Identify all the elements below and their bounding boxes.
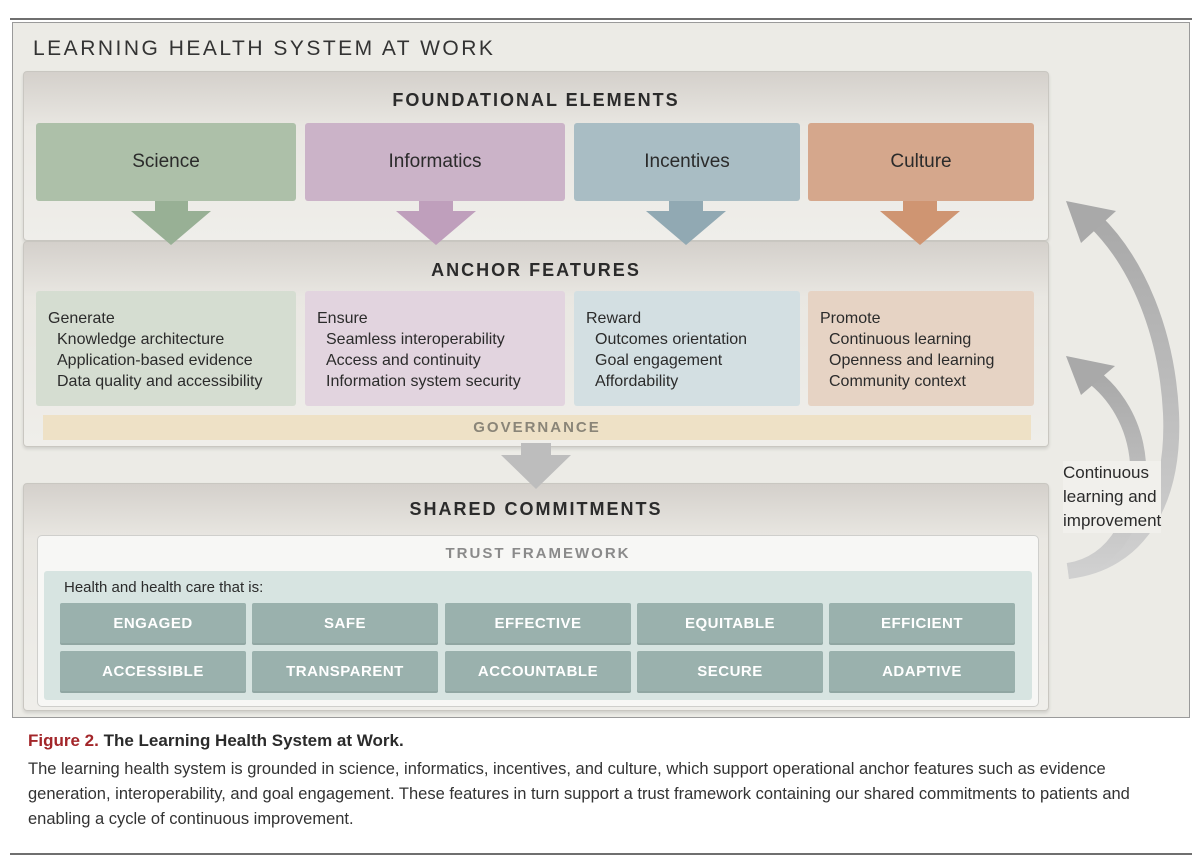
caption-figure-label: Figure 2.	[28, 731, 99, 750]
cycle-arrow-outer	[1066, 215, 1180, 579]
anchor-generate: Generate Knowledge architecture Applicat…	[36, 291, 296, 406]
trust-title: TRUST FRAMEWORK	[445, 545, 631, 562]
anchor-ensure: Ensure Seamless interoperability Access …	[305, 291, 565, 406]
anchor-line: Community context	[829, 373, 966, 390]
arrow-informatics	[396, 201, 476, 245]
top-rule	[10, 18, 1192, 20]
foundation-incentives: Incentives	[574, 123, 800, 201]
anchor-title: ANCHOR FEATURES	[431, 260, 641, 280]
cycle-arrow-inner-head	[1066, 356, 1115, 395]
trust-inner: Health and health care that is: ENGAGED …	[44, 571, 1032, 700]
commitment-pill: EFFECTIVE	[445, 603, 631, 645]
anchor-heading: Generate	[48, 310, 115, 327]
foundation-label: Incentives	[644, 151, 730, 172]
anchor-line: Openness and learning	[829, 352, 995, 369]
commitment-pill: TRANSPARENT	[252, 651, 438, 693]
commitment-pill: EFFICIENT	[829, 603, 1015, 645]
anchor-line: Application-based evidence	[57, 352, 253, 369]
foundation-label: Science	[132, 151, 200, 172]
anchor-line: Access and continuity	[326, 352, 481, 369]
governance-arrow	[501, 443, 571, 489]
foundation-science: Science	[36, 123, 296, 201]
cycle-label: Continuous learning and improvement	[1063, 461, 1162, 533]
foundation-label: Culture	[890, 151, 952, 172]
down-arrow-icon	[501, 443, 571, 489]
cycle-arrow-outer-head	[1066, 201, 1116, 243]
cycle-arrows	[1066, 201, 1180, 579]
cycle-label-line: learning and	[1063, 487, 1157, 506]
anchor-line: Seamless interoperability	[326, 331, 505, 348]
commitment-pill: SAFE	[252, 603, 438, 645]
arrow-incentives	[646, 201, 726, 245]
foundation-arrows	[131, 201, 960, 245]
anchor-line: Continuous learning	[829, 331, 972, 348]
cycle-label-line: improvement	[1063, 511, 1162, 530]
anchor-line: Goal engagement	[595, 352, 723, 369]
figure-panel: LEARNING HEALTH SYSTEM AT WORK FOUNDATIO…	[12, 22, 1190, 718]
commitment-pill: EQUITABLE	[637, 603, 823, 645]
commitment-pill: ACCESSIBLE	[60, 651, 246, 693]
anchor-line: Data quality and accessibility	[57, 373, 263, 390]
anchor-reward: Reward Outcomes orientation Goal engagem…	[574, 291, 800, 406]
trust-framework: TRUST FRAMEWORK Health and health care t…	[37, 535, 1039, 707]
bottom-rule	[10, 853, 1192, 855]
commitment-pill: ADAPTIVE	[829, 651, 1015, 693]
anchor-line: Affordability	[595, 373, 679, 390]
arrow-culture	[880, 201, 960, 245]
foundation-label: Informatics	[388, 151, 482, 172]
anchor-heading: Reward	[586, 310, 642, 327]
commitment-pill: ACCOUNTABLE	[445, 651, 631, 693]
trust-intro: Health and health care that is:	[64, 579, 264, 596]
anchor-line: Outcomes orientation	[595, 331, 748, 348]
arrow-science	[131, 201, 211, 245]
caption-heading: Figure 2. The Learning Health System at …	[28, 731, 1178, 751]
figure-main-title: LEARNING HEALTH SYSTEM AT WORK	[33, 37, 496, 60]
caption-body: The learning health system is grounded i…	[28, 760, 1130, 828]
foundation-informatics: Informatics	[305, 123, 565, 201]
anchor-line: Knowledge architecture	[57, 331, 225, 348]
governance-bar: GOVERNANCE	[43, 415, 1031, 440]
commitment-pill: SECURE	[637, 651, 823, 693]
caption-figure-title: The Learning Health System at Work.	[103, 731, 404, 750]
figure-caption: Figure 2. The Learning Health System at …	[28, 731, 1178, 832]
anchor-line: Information system security	[326, 373, 521, 390]
anchor-heading: Promote	[820, 310, 881, 327]
cycle-label-line: Continuous	[1063, 463, 1150, 482]
foundation-culture: Culture	[808, 123, 1034, 201]
commitment-pill: ENGAGED	[60, 603, 246, 645]
anchor-heading: Ensure	[317, 310, 368, 327]
shared-title: SHARED COMMITMENTS	[409, 499, 663, 519]
anchor-promote: Promote Continuous learning Openness and…	[808, 291, 1034, 406]
foundational-title: FOUNDATIONAL ELEMENTS	[392, 90, 680, 110]
